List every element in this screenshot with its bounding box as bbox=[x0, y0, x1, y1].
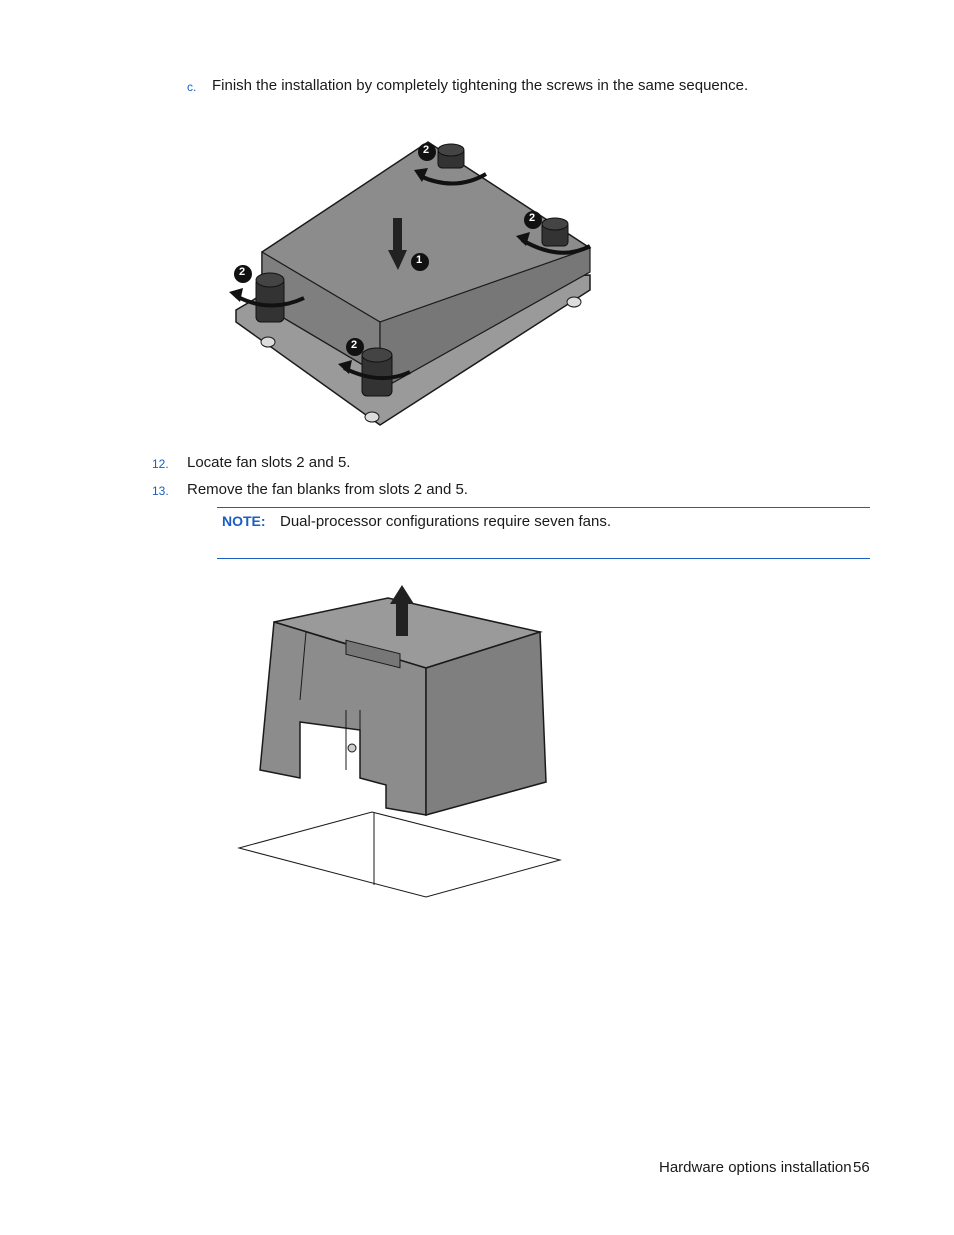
down-arrow-icon bbox=[388, 250, 407, 270]
up-arrow-icon bbox=[390, 585, 414, 604]
foot bbox=[260, 336, 276, 348]
up-arrow-shaft bbox=[396, 600, 408, 636]
step-c-text: Finish the installation by completely ti… bbox=[212, 77, 749, 94]
rotate-arrow-icon bbox=[235, 294, 305, 308]
step-text: Remove the fan blanks from slots 2 and 5… bbox=[187, 481, 468, 498]
rotate-arrow-icon bbox=[520, 238, 591, 255]
footer-section: Hardware options installation bbox=[659, 1159, 852, 1176]
step-number: 13. bbox=[152, 484, 169, 498]
rotate-arrow-head bbox=[414, 168, 428, 182]
note-rule-bottom bbox=[217, 558, 870, 559]
fan-slot-outline bbox=[237, 811, 562, 898]
rotate-arrow-head bbox=[516, 232, 530, 246]
note-label: NOTE: bbox=[222, 513, 266, 529]
rotate-arrow-icon bbox=[343, 366, 411, 381]
callout-screw bbox=[234, 143, 542, 356]
note-text: Dual-processor configurations require se… bbox=[280, 513, 612, 530]
screw-right bbox=[541, 217, 569, 247]
step-number: 12. bbox=[152, 457, 169, 471]
foot bbox=[566, 296, 582, 308]
rotate-arrow-icon bbox=[419, 172, 488, 186]
callout-main bbox=[411, 253, 429, 271]
fan-blank-latch bbox=[345, 639, 401, 669]
page-number: 56 bbox=[853, 1159, 870, 1176]
callout-2-label: 2 bbox=[351, 339, 358, 351]
callout-1-label: 1 bbox=[416, 254, 423, 266]
callout-2-label: 2 bbox=[423, 144, 430, 156]
step-c-marker: c. bbox=[187, 80, 197, 94]
down-arrow-shaft bbox=[393, 218, 402, 254]
rotate-arrow-head bbox=[338, 360, 352, 374]
foot bbox=[364, 411, 380, 423]
screw-left bbox=[255, 272, 285, 323]
screw-top bbox=[437, 143, 465, 169]
fan-blank-side bbox=[425, 630, 547, 816]
rotate-arrow-head bbox=[229, 288, 243, 302]
note-rule-top bbox=[217, 507, 870, 508]
callout-2-label: 2 bbox=[239, 266, 246, 278]
step-text: Locate fan slots 2 and 5. bbox=[187, 454, 351, 471]
callout-2-label: 2 bbox=[529, 212, 536, 224]
